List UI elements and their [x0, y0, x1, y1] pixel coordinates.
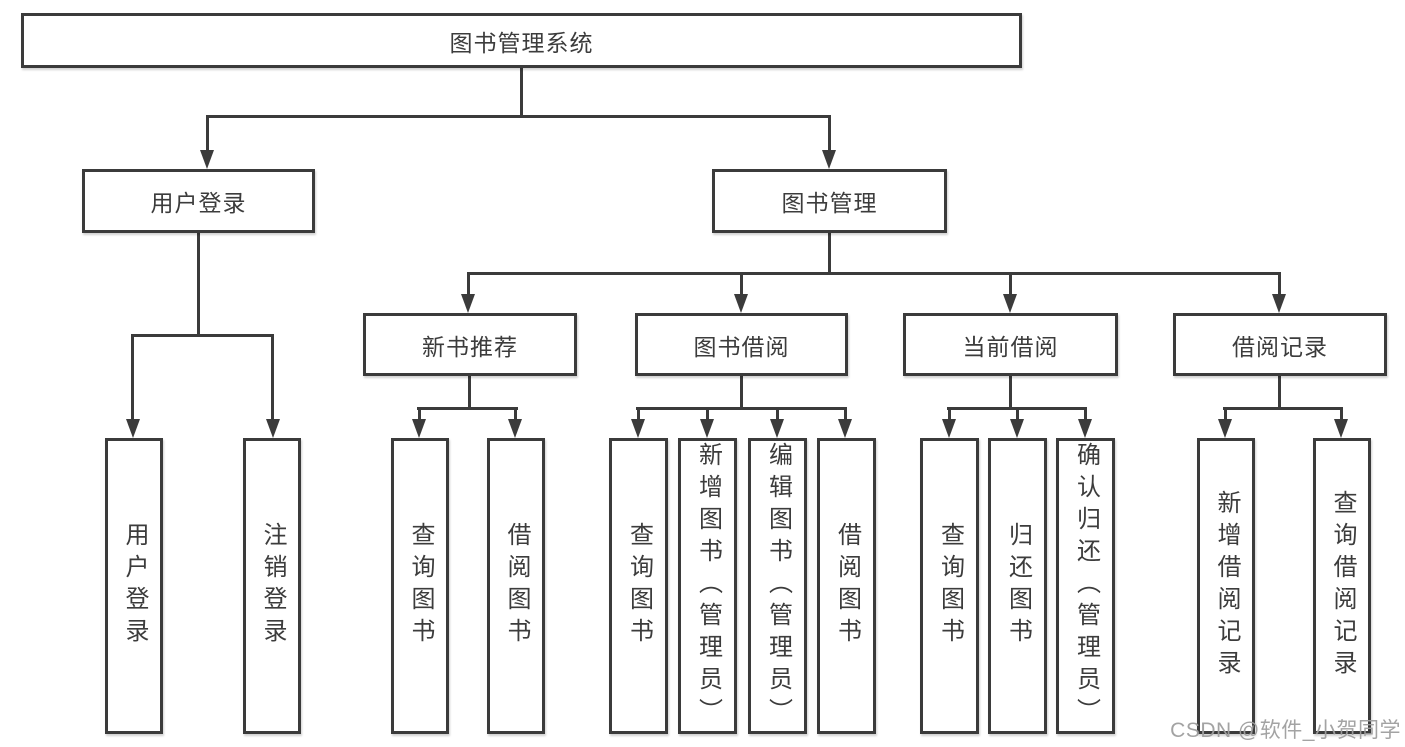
connector-line — [1084, 407, 1087, 420]
arrow-down-icon — [1218, 419, 1232, 438]
node-library-management-system: 图书管理系统 — [21, 13, 1022, 68]
connector-line — [1016, 407, 1019, 420]
connector-line — [1278, 376, 1281, 409]
leaf-add-borrow-record: 新增借阅记录 — [1197, 438, 1255, 734]
leaf-edit-books-admin: 编辑图书（管理员） — [748, 438, 807, 734]
arrow-down-icon — [1003, 294, 1017, 313]
arrow-down-icon — [200, 150, 214, 169]
arrow-down-icon — [1334, 419, 1348, 438]
arrow-down-icon — [1078, 419, 1092, 438]
arrow-down-icon — [1010, 419, 1024, 438]
leaf-return-books: 归还图书 — [988, 438, 1047, 734]
arrow-down-icon — [700, 419, 714, 438]
connector-line — [131, 334, 274, 337]
connector-line — [417, 407, 518, 410]
node-current-borrowing: 当前借阅 — [903, 313, 1118, 376]
arrow-down-icon — [822, 150, 836, 169]
node-label: 图书管理 — [781, 190, 878, 216]
arrow-down-icon — [412, 419, 426, 438]
connector-line — [740, 376, 743, 409]
connector-line — [948, 407, 951, 420]
node-label: 查询图书 — [407, 522, 434, 650]
connector-line — [206, 115, 209, 152]
arrow-down-icon — [942, 419, 956, 438]
node-label: 借阅图书 — [833, 522, 861, 650]
leaf-user-login: 用户登录 — [105, 438, 163, 734]
node-label: 新增图书（管理员） — [694, 442, 722, 730]
connector-line — [1340, 407, 1343, 420]
connector-line — [706, 407, 709, 420]
leaf-query-borrow-record: 查询借阅记录 — [1313, 438, 1371, 734]
connector-line — [637, 407, 640, 420]
arrow-down-icon — [838, 419, 852, 438]
node-label: 新增借阅记录 — [1213, 490, 1240, 682]
node-book-borrowing: 图书借阅 — [635, 313, 848, 376]
node-new-book-recommend: 新书推荐 — [363, 313, 577, 376]
node-label: 图书管理系统 — [449, 29, 594, 56]
node-label: 查询图书 — [625, 522, 653, 650]
connector-line — [636, 407, 847, 410]
connector-line — [418, 407, 421, 420]
arrow-down-icon — [461, 294, 475, 313]
connector-line — [1223, 407, 1343, 410]
connector-line — [271, 334, 274, 419]
node-label: 借阅记录 — [1232, 333, 1328, 360]
connector-line — [514, 407, 517, 420]
leaf-add-books-admin: 新增图书（管理员） — [678, 438, 737, 734]
connector-line — [1224, 407, 1227, 420]
leaf-borrow-books-recommend: 借阅图书 — [487, 438, 545, 734]
leaf-query-books-current: 查询图书 — [920, 438, 979, 734]
node-label: 新书推荐 — [422, 333, 518, 360]
arrow-down-icon — [508, 419, 522, 438]
connector-line — [206, 115, 831, 118]
node-borrowing-records: 借阅记录 — [1173, 313, 1387, 376]
node-label: 查询借阅记录 — [1329, 490, 1356, 682]
connector-line — [828, 115, 831, 152]
connector-line — [467, 272, 470, 295]
connector-line — [520, 68, 523, 117]
node-label: 借阅图书 — [503, 522, 530, 650]
watermark: CSDN @软件_小贺同学 — [1170, 719, 1401, 742]
connector-line — [1009, 376, 1012, 409]
connector-line — [131, 334, 134, 419]
connector-line — [740, 272, 743, 295]
arrow-down-icon — [266, 419, 280, 438]
node-label: 当前借阅 — [962, 333, 1059, 360]
arrow-down-icon — [631, 419, 645, 438]
connector-line — [1009, 272, 1012, 295]
arrow-down-icon — [1272, 294, 1286, 313]
node-label: 编辑图书（管理员） — [764, 442, 792, 730]
arrow-down-icon — [770, 419, 784, 438]
arrow-down-icon — [126, 419, 140, 438]
node-book-management: 图书管理 — [712, 169, 947, 233]
node-label: 注销登录 — [259, 522, 286, 650]
node-user-login: 用户登录 — [82, 169, 315, 233]
leaf-confirm-return-admin: 确认归还（管理员） — [1056, 438, 1115, 734]
node-label: 图书借阅 — [693, 333, 790, 360]
leaf-query-books-recommend: 查询图书 — [391, 438, 449, 734]
node-label: 查询图书 — [936, 522, 964, 650]
leaf-borrow-books: 借阅图书 — [817, 438, 876, 734]
node-label: 确认归还（管理员） — [1072, 442, 1100, 730]
leaf-query-books-borrowing: 查询图书 — [609, 438, 668, 734]
connector-line — [1278, 272, 1281, 295]
connector-line — [467, 272, 1281, 275]
node-label: 归还图书 — [1004, 522, 1032, 650]
node-label: 用户登录 — [121, 522, 148, 650]
connector-line — [776, 407, 779, 420]
arrow-down-icon — [734, 294, 748, 313]
connector-line — [844, 407, 847, 420]
node-label: 用户登录 — [150, 190, 247, 216]
connector-line — [468, 376, 471, 409]
connector-line — [828, 233, 831, 274]
leaf-logout: 注销登录 — [243, 438, 301, 734]
connector-line — [197, 233, 200, 337]
